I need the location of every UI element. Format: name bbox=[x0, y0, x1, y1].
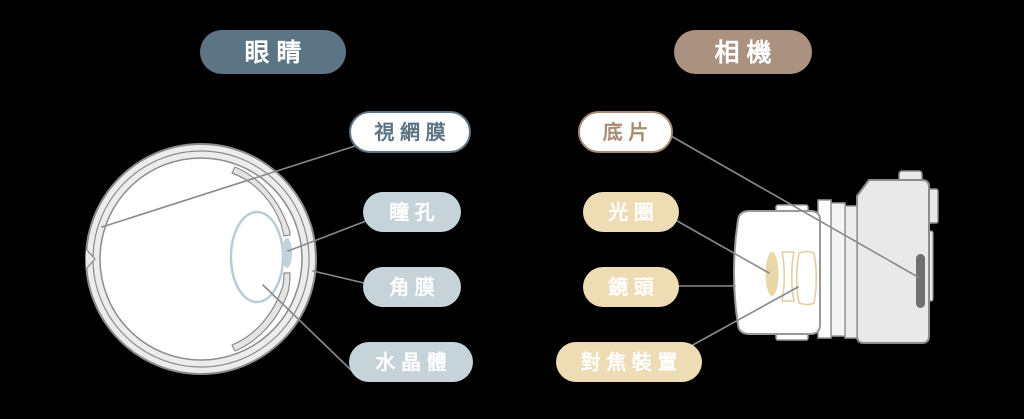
label-retina: 視網膜 bbox=[349, 111, 471, 153]
camera-aperture-element bbox=[765, 252, 779, 296]
leader-line-cornea bbox=[312, 270, 365, 284]
label-crystalline-lens: 水晶體 bbox=[349, 342, 473, 382]
eye-pupil bbox=[282, 238, 292, 268]
eye-optic-notch bbox=[85, 248, 96, 270]
label-lens: 鏡頭 bbox=[583, 267, 679, 307]
eye-retina-wall bbox=[99, 157, 303, 361]
leader-lines bbox=[101, 135, 919, 372]
camera-ring-rear bbox=[830, 202, 846, 337]
label-aperture: 光圈 bbox=[583, 192, 679, 232]
camera-lens-element-concave bbox=[781, 251, 795, 302]
leader-line-film bbox=[670, 135, 919, 278]
label-cornea: 角膜 bbox=[363, 267, 461, 307]
camera-body bbox=[856, 179, 930, 344]
leader-line-aperture bbox=[671, 217, 770, 274]
eye-crystalline-lens bbox=[229, 210, 285, 304]
eye-illustration bbox=[85, 143, 317, 375]
leader-line-retina bbox=[101, 145, 356, 228]
camera-illustration bbox=[733, 170, 939, 344]
leader-line-focus-device bbox=[690, 286, 799, 347]
label-pupil: 瞳孔 bbox=[363, 192, 461, 232]
label-film: 底片 bbox=[578, 111, 673, 153]
eye-iris-upper bbox=[231, 166, 291, 237]
eye-iris-lower bbox=[231, 272, 291, 352]
camera-film-slit bbox=[916, 254, 925, 308]
camera-lens-element-convex bbox=[795, 250, 818, 306]
camera-lens-mount bbox=[844, 205, 858, 339]
badge-camera-title: 相機 bbox=[674, 30, 812, 74]
leader-line-crystalline-lens bbox=[262, 284, 353, 372]
label-focus-device: 對焦裝置 bbox=[556, 342, 702, 382]
leader-line-pupil bbox=[287, 220, 367, 252]
badge-eye-title: 眼睛 bbox=[200, 30, 346, 74]
